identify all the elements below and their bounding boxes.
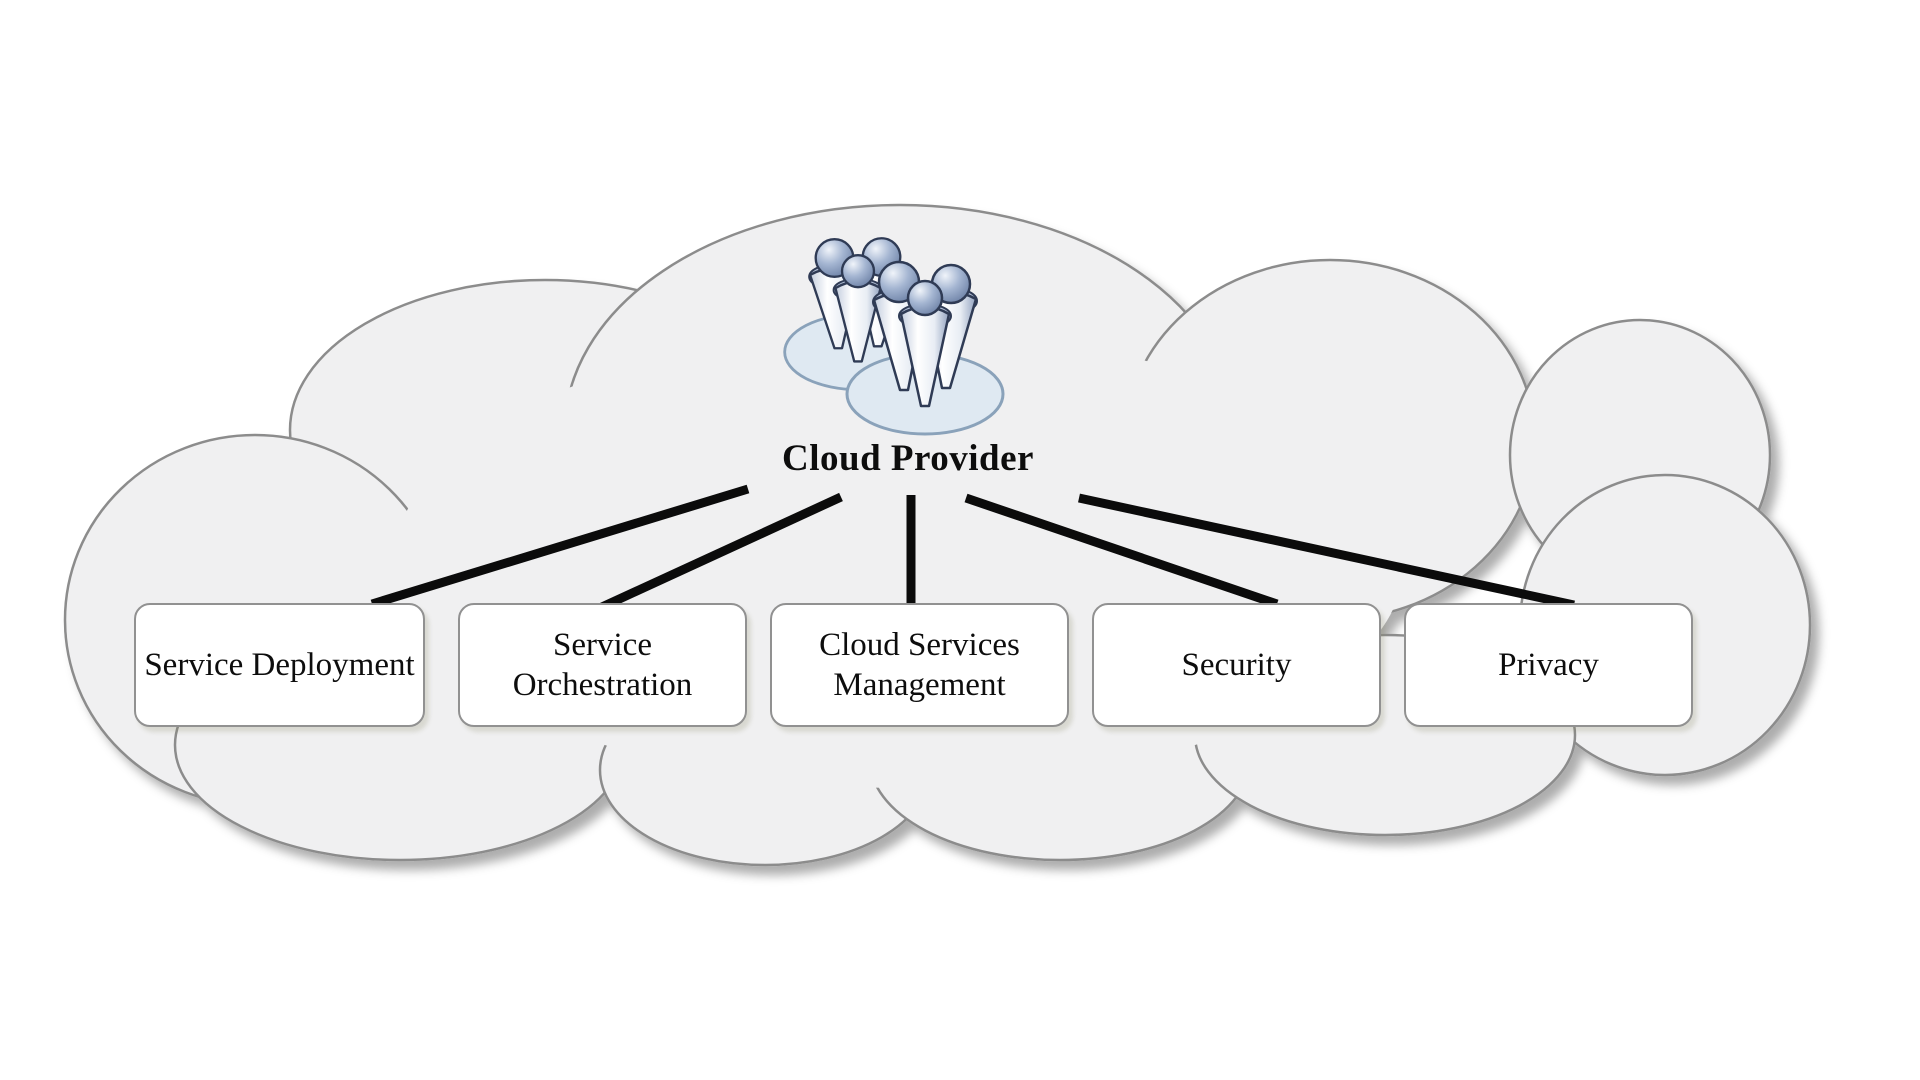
box-label: Security — [1181, 647, 1292, 683]
concept-box-privacy: Privacy — [1404, 603, 1693, 727]
connector-line-privacy — [1078, 493, 1575, 610]
concept-box-cloud-services-management: Cloud Services Management — [770, 603, 1069, 727]
connector-lines — [370, 484, 1575, 612]
box-label: Service Orchestration — [512, 627, 693, 703]
cloud-provider-title: Cloud Provider — [782, 438, 1034, 479]
box-label: Service Deployment — [144, 647, 415, 683]
box-label: Privacy — [1498, 647, 1599, 683]
concept-box-service-orchestration: Service Orchestration — [458, 603, 747, 727]
connector-line-service-deployment — [370, 484, 750, 609]
connector-line-service-orchestration — [600, 492, 843, 612]
concept-box-service-deployment: Service Deployment — [134, 603, 425, 727]
cloud-provider-users-icon — [783, 237, 1005, 436]
concept-box-security: Security — [1092, 603, 1381, 727]
connector-line-security — [964, 493, 1279, 609]
box-label: Cloud Services Management — [819, 627, 1020, 703]
